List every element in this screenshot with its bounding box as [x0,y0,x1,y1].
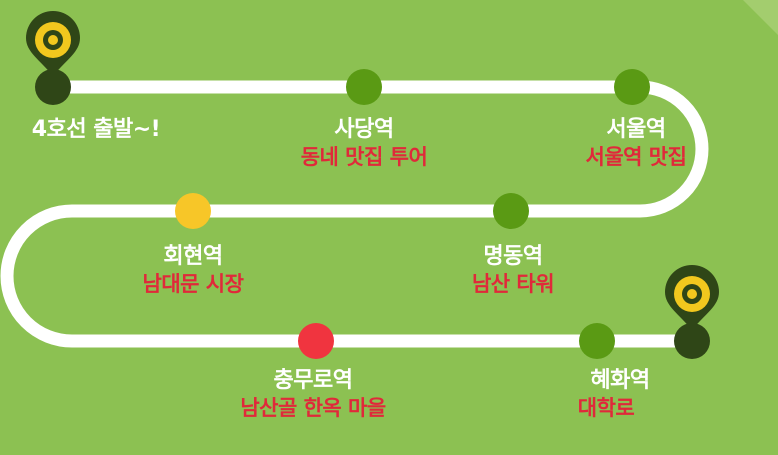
station-desc: 동네 맛집 투어 [300,144,428,169]
station-name: 혜화역 [590,368,650,393]
start-station-name: 4호선 출발~! [31,117,161,142]
end-pin-icon [665,265,719,330]
station-name: 회현역 [163,244,223,269]
route-line [0,80,709,348]
station-desc: 대학로 [577,395,635,420]
station-dot-myeongdong [493,193,529,229]
station-dot-seoul [614,69,650,105]
station-name: 명동역 [483,244,543,269]
start-station-dot [35,69,71,105]
station-desc: 서울역 맛집 [585,144,687,169]
station-name: 충무로역 [273,368,353,393]
station-desc: 남산 타워 [471,271,555,296]
station-label-sadang: 사당역 동네 맛집 투어 [301,116,428,170]
station-dot-hyehwa [579,323,615,359]
station-label-hoehyeon: 회현역 남대문 시장 [143,243,244,297]
station-dot-sadang [346,69,382,105]
start-label: 4호선 출발~! [31,116,161,144]
station-dot-chungmuro [298,323,334,359]
station-label-chungmuro: 충무로역 남산골 한옥 마을 [240,367,386,421]
station-name: 사당역 [334,117,394,142]
start-pin-icon [26,11,80,76]
end-station-dot [674,323,710,359]
station-label-hyehwa: 혜화역 대학로 [578,367,650,421]
station-desc: 남대문 시장 [142,271,244,296]
station-name: 서울역 [606,117,666,142]
station-dot-hoehyeon [175,193,211,229]
background-corner-accent [743,0,778,35]
station-desc: 남산골 한옥 마을 [240,395,386,420]
station-label-seoul: 서울역 서울역 맛집 [586,116,687,170]
station-label-myeongdong: 명동역 남산 타워 [471,243,555,297]
